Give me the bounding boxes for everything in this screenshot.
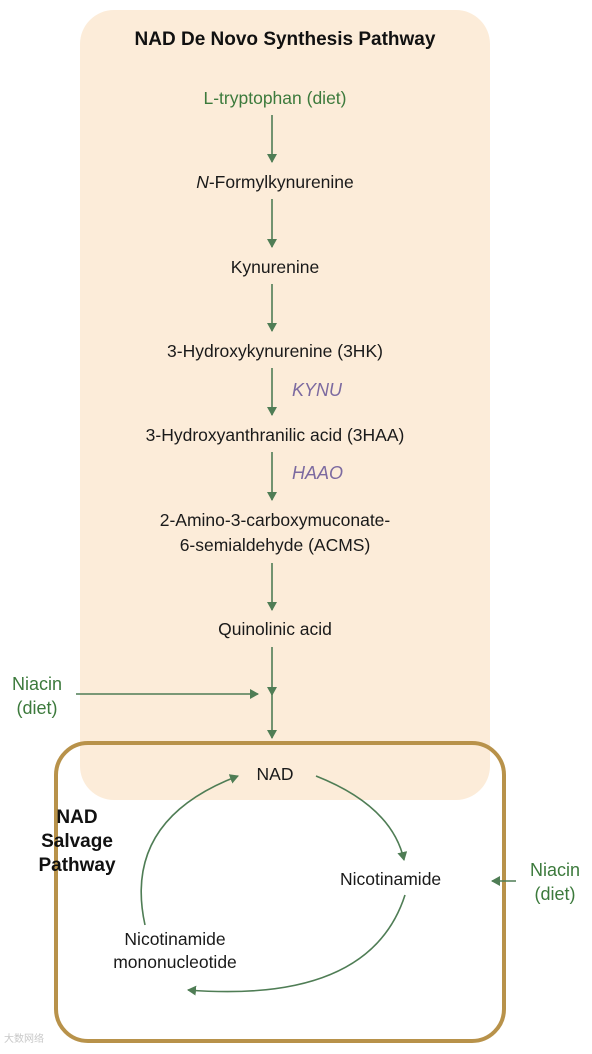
- arc-nmn-to-nad: [140, 774, 239, 926]
- niacin-diet-left: Niacin (diet): [2, 672, 72, 720]
- niacin-right-line2: (diet): [534, 884, 576, 904]
- node-3hk: 3-Hydroxykynurenine (3HK): [167, 341, 383, 361]
- niacin-right-line1: Niacin: [529, 860, 581, 880]
- niacin-diet-right: Niacin (diet): [520, 858, 590, 906]
- node-3haa: 3-Hydroxyanthranilic acid (3HAA): [145, 425, 405, 445]
- arc-nad-to-nicotinamide: [315, 775, 408, 861]
- nmn-line1: Nicotinamide: [124, 929, 226, 949]
- enzyme-kynu: KYNU: [292, 380, 343, 400]
- acms-line1: 2-Amino-3-carboxymuconate-: [159, 510, 391, 530]
- node-nicotinamide-mononucleotide: Nicotinamide mononucleotide: [100, 928, 250, 974]
- salvage-label-line3: Pathway: [38, 855, 116, 876]
- node-quinolinic-acid: Quinolinic acid: [218, 619, 332, 639]
- diagram-title: NAD De Novo Synthesis Pathway: [134, 29, 436, 50]
- node-l-tryptophan: L-tryptophan (diet): [203, 88, 347, 108]
- node-nicotinamide: Nicotinamide: [340, 869, 442, 889]
- niacin-left-line2: (diet): [16, 698, 58, 718]
- de-novo-pathway-box: [80, 10, 490, 800]
- n-formyl-rest: -Formylkynurenine: [208, 172, 354, 192]
- salvage-pathway-label: NAD Salvage Pathway: [22, 806, 132, 878]
- node-n-formylkynurenine: N-Formylkynurenine: [80, 170, 470, 195]
- salvage-label-line1: NAD: [56, 807, 98, 828]
- enzyme-haao: HAAO: [292, 463, 344, 483]
- niacin-left-line1: Niacin: [11, 674, 63, 694]
- n-formyl-prefix: N: [196, 172, 209, 192]
- nmn-line2: mononucleotide: [113, 952, 237, 972]
- arc-nicotinamide-to-nmn: [187, 894, 406, 996]
- node-nad: NAD: [256, 764, 294, 784]
- acms-line2: 6-semialdehyde (ACMS): [179, 535, 371, 555]
- salvage-label-line2: Salvage: [41, 831, 113, 852]
- node-acms: 2-Amino-3-carboxymuconate- 6-semialdehyd…: [80, 508, 470, 558]
- watermark: 大数网络: [4, 1034, 44, 1045]
- salvage-pathway-box: [54, 741, 506, 1043]
- node-kynurenine: Kynurenine: [230, 257, 320, 277]
